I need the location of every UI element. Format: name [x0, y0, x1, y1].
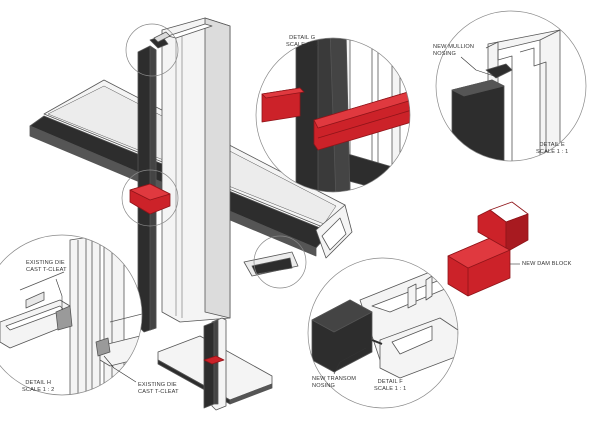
detail-h-scale: SCALE 1 : 2 — [22, 387, 55, 393]
existing-cleat-left-line2: CAST T-CLEAT — [26, 267, 67, 273]
leader-cleat-left — [55, 278, 63, 310]
detail-h-label: DETAIL H SCALE 1 : 2 — [22, 380, 54, 394]
detail-g-title: DETAIL G — [289, 35, 316, 41]
leader-new-mullion — [460, 56, 495, 77]
leader-new-transom — [333, 347, 367, 375]
detail-h — [0, 234, 143, 396]
new-mullion-nosing-label: NEW MULLION NOSING — [433, 44, 474, 58]
detail-g-label: DETAIL G SCALE 1 : 1 — [286, 35, 318, 49]
existing-cleat-bottom-line1: EXISTING DIE — [138, 382, 177, 388]
zoom-circle-g — [121, 169, 179, 227]
new-dam-block-label: NEW DAM BLOCK — [522, 261, 572, 268]
zoom-circle-f — [253, 235, 307, 289]
existing-cleat-bottom-line2: CAST T-CLEAT — [138, 389, 179, 395]
new-transom-line2: NOSING — [312, 383, 335, 389]
mullion-assembly — [129, 17, 231, 333]
new-mullion-line1: NEW MULLION — [433, 44, 475, 50]
new-dam-block-text: NEW DAM BLOCK — [522, 261, 572, 267]
detail-g — [255, 37, 411, 193]
existing-cleat-label-left: EXISTING DIE CAST T-CLEAT — [26, 260, 67, 274]
new-mullion-line2: NOSING — [433, 51, 456, 57]
detail-e — [435, 10, 587, 162]
leader-cleat-bottom — [103, 355, 137, 383]
existing-cleat-left-line1: EXISTING DIE — [26, 260, 65, 266]
detail-e-scale: SCALE 1 : 1 — [536, 149, 569, 155]
new-transom-line1: NEW TRANSOM — [312, 376, 357, 382]
detail-f-title: DETAIL F — [377, 379, 403, 385]
new-transom-nosing-label: NEW TRANSOM NOSING — [312, 376, 356, 390]
detail-h-title: DETAIL H — [25, 380, 52, 386]
new-dam-block-model — [447, 201, 529, 297]
detail-g-scale: SCALE 1 : 1 — [286, 42, 319, 48]
detail-f-scale: SCALE 1 : 1 — [374, 386, 407, 392]
existing-cleat-label-bottom: EXISTING DIE CAST T-CLEAT — [138, 382, 179, 396]
detail-e-label: DETAIL E SCALE 1 : 1 — [536, 142, 568, 156]
small-overview-model — [157, 317, 273, 411]
detail-f — [307, 257, 459, 409]
detail-f-label: DETAIL F SCALE 1 : 1 — [374, 379, 406, 393]
detail-e-title: DETAIL E — [539, 142, 565, 148]
zoom-circle-e — [125, 23, 179, 77]
